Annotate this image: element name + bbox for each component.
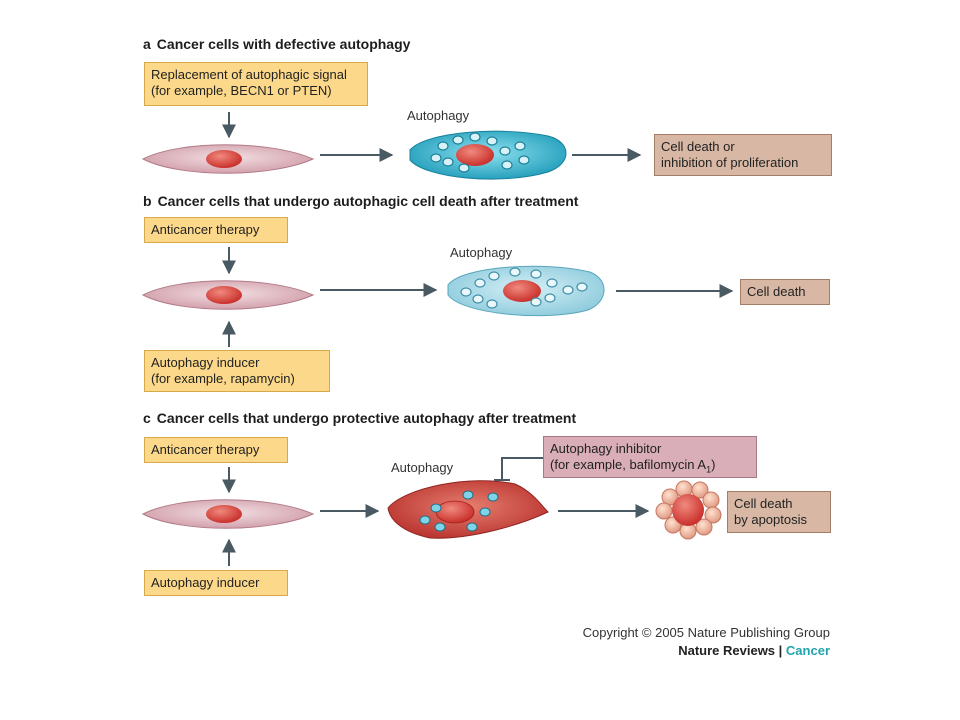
inhibitor-line-2: (for example, bafilomycin A1) [550,457,750,478]
outcome-box-c: Cell death by apoptosis [727,491,831,533]
spindle-cell-a [141,144,315,174]
inhibitor-suffix: ) [711,457,716,472]
inducer-box-c: Autophagy inducer [144,570,288,596]
copyright-block: Copyright © 2005 Nature Publishing Group… [583,625,830,658]
autophagic-cell-c [387,480,549,539]
copyright-line: Copyright © 2005 Nature Publishing Group [582,625,830,640]
inhibitor-subscript: 1 [706,464,712,475]
inhibitor-line-1: Autophagy inhibitor [550,441,662,456]
outcome-a-line-1: Cell death or [661,139,735,154]
inducer-b-line-1: Autophagy inducer [151,355,260,370]
outcome-box-a: Cell death or inhibition of proliferatio… [654,134,832,176]
outcome-c-line-1: Cell death [734,496,793,511]
autophagy-label-a: Autophagy [407,108,470,123]
outcome-a-line-2: inhibition of proliferation [661,155,799,170]
signal-box-line-1: Replacement of autophagic signal [151,67,347,82]
panel-a-letter: a [143,36,151,52]
panel-b-letter: b [143,193,152,209]
autophagy-label-c: Autophagy [391,460,454,475]
inducer-c-line-1: Autophagy inducer [151,575,260,590]
inhibition-bar [494,457,543,481]
apoptotic-cell [655,480,722,540]
therapy-box-c: Anticancer therapy [144,437,288,463]
brand-journal: Nature Reviews [678,643,776,658]
brand-section: Cancer [785,643,830,658]
autophagic-cell-b [447,265,605,317]
signal-replacement-box: Replacement of autophagic signal (for ex… [144,62,368,106]
panel-c-title: Cancer cells that undergo protective aut… [156,410,577,426]
therapy-box-b: Anticancer therapy [144,217,288,243]
inducer-b-line-2: (for example, rapamycin) [151,371,295,386]
therapy-c-line-1: Anticancer therapy [151,442,260,457]
panel-c-letter: c [143,410,151,426]
spindle-cell-c [141,499,315,529]
therapy-b-line-1: Anticancer therapy [151,222,260,237]
inducer-box-b: Autophagy inducer (for example, rapamyci… [144,350,330,392]
brand-separator: | [775,643,786,658]
panel-c-heading: c Cancer cells that undergo protective au… [143,410,576,426]
panel-a-heading: a Cancer cells with defective autophagy [143,36,410,52]
outcome-box-b: Cell death [740,279,830,305]
panel-b-title: Cancer cells that undergo autophagic cel… [157,193,579,209]
autophagy-label-b: Autophagy [450,245,513,260]
outcome-b-line-1: Cell death [747,284,806,299]
panel-a-title: Cancer cells with defective autophagy [156,36,411,52]
journal-brand: Nature Reviews | Cancer [583,643,830,658]
autophagic-cell-a [409,130,567,180]
signal-box-line-2: (for example, BECN1 or PTEN) [151,83,332,98]
inhibitor-box: Autophagy inhibitor (for example, bafilo… [543,436,757,478]
spindle-cell-b [141,280,315,310]
panel-b-heading: b Cancer cells that undergo autophagic ce… [143,193,578,209]
outcome-c-line-2: by apoptosis [734,512,807,527]
inhibitor-line-2-text: (for example, bafilomycin A [550,457,707,472]
